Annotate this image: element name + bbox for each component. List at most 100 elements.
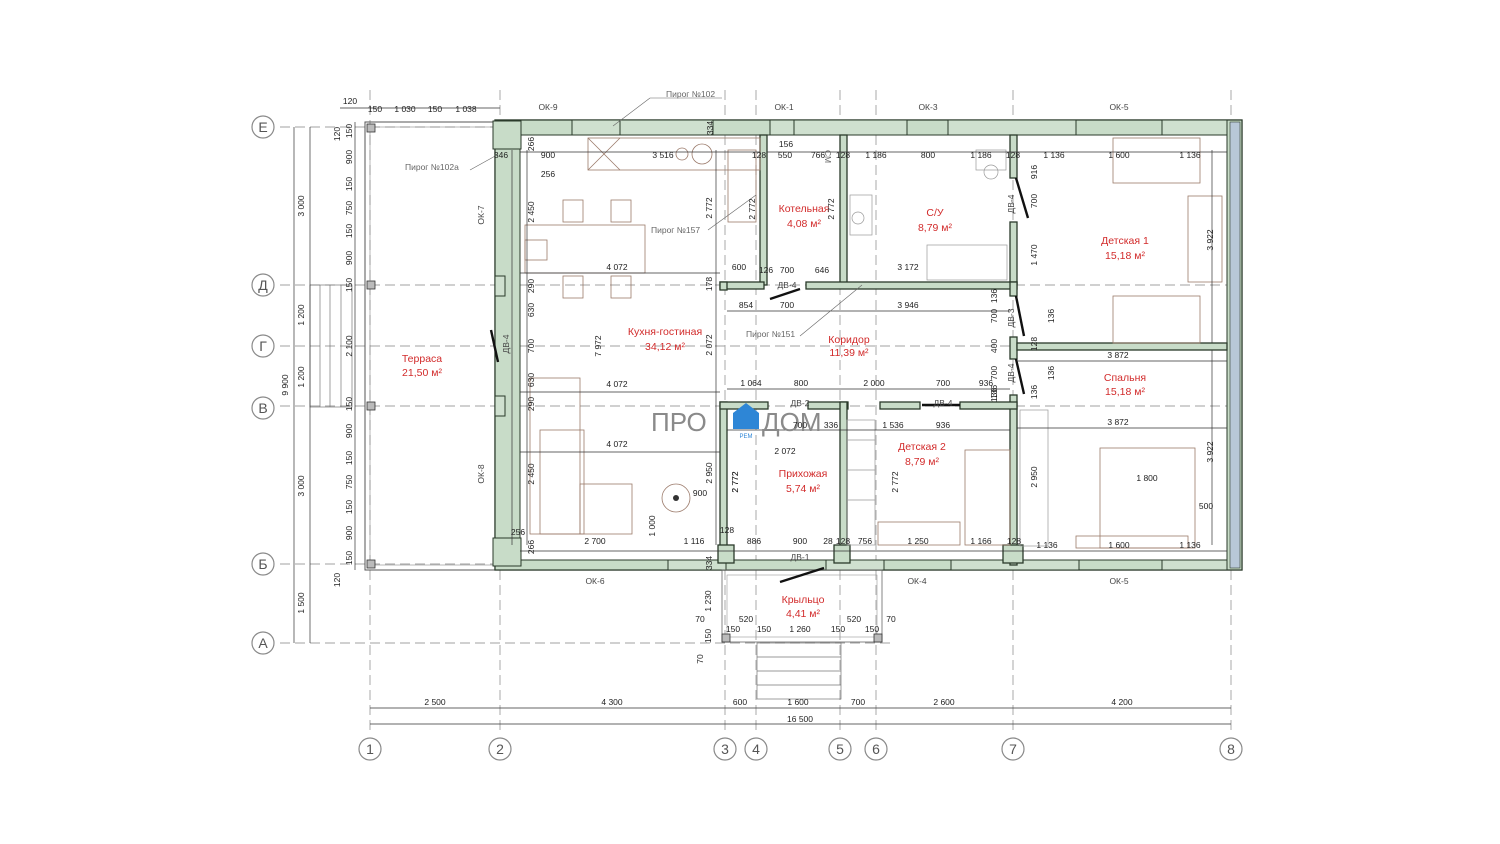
dim-terrace: 150 [344, 124, 354, 138]
logo-text-left: ПРО [651, 407, 707, 437]
dim-porch: 150 [703, 629, 713, 643]
dim-left: 1 200 [296, 304, 306, 326]
dim-inner: 700 [1029, 194, 1039, 208]
door-label: ДВ-1 [791, 552, 810, 562]
room-name-kitchen: Кухня-гостиная [628, 326, 702, 338]
dim-porch: 70 [886, 614, 896, 624]
axis-label: 1 [366, 741, 374, 757]
window-label: ОК-5 [1109, 576, 1128, 586]
dim-inner: 3 872 [1107, 350, 1129, 360]
top-dimensions: 120 150 1 030 150 1 038 [343, 96, 477, 114]
house-icon [733, 403, 759, 429]
dim-kitchen: 3 516 [652, 150, 674, 160]
dim-inner: 1 800 [1136, 473, 1158, 483]
dim-top: 120 [343, 96, 357, 106]
window-label: ОК-9 [538, 102, 557, 112]
note-leaders [469, 97, 863, 337]
dim-kitchen: 256 [541, 169, 555, 179]
window-label: ОК-5 [1109, 102, 1128, 112]
dim-inner: 2 772 [747, 198, 757, 220]
dim-terrace: 150 [344, 278, 354, 292]
axis-label: В [258, 400, 267, 416]
door-label: ДВ-4 [934, 398, 953, 408]
logo: ПРО ДОМ РЕМ [651, 403, 822, 440]
dim-inner: 136 [1046, 309, 1056, 323]
dim-inner: 136 [989, 289, 999, 303]
door-label: ДВ-4 [1006, 363, 1016, 382]
room-area-bedroom: 15,18 м² [1105, 386, 1145, 398]
dim-inner: 700 [780, 265, 794, 275]
dim-inner: 1 136 [1043, 150, 1065, 160]
dim-left: 1 200 [296, 366, 306, 388]
window-label: ОК-3 [918, 102, 937, 112]
dim-inner: 900 [793, 536, 807, 546]
dim-bottom: 4 300 [601, 697, 623, 707]
dim-inner: 2 772 [730, 471, 740, 493]
dim-inner: 1 600 [1108, 150, 1130, 160]
dim-porch: 150 [831, 624, 845, 634]
dim-kitchen: 2 772 [730, 471, 740, 493]
dim-porch: 70 [695, 614, 705, 624]
dim-kitchen: 700 [526, 339, 536, 353]
dim-inner: 1 136 [1179, 540, 1201, 550]
dim-kitchen: 290 [526, 279, 536, 293]
dim-porch: 1 230 [703, 590, 713, 612]
room-area-hallway: 5,74 м² [786, 483, 821, 495]
dim-inner: 3 172 [897, 262, 919, 272]
dim-kitchen: 900 [693, 488, 707, 498]
dim-inner: 2 950 [1029, 466, 1039, 488]
room-area-terrace: 21,50 м² [402, 367, 442, 379]
dim-inner: 2 772 [826, 198, 836, 220]
dim-inner: 1 064 [740, 378, 762, 388]
axis-label: Д [258, 277, 268, 293]
dim-left: 3 000 [296, 195, 306, 217]
porch-dimensions: 1 230 70 520 150 1 260 150 520 70 150 15… [695, 590, 896, 664]
dim-porch: 150 [757, 624, 771, 634]
room-area-kitchen: 34,12 м² [645, 341, 685, 353]
porch [721, 569, 883, 700]
dim-terrace: 120 [332, 573, 342, 587]
dim-kitchen: 290 [526, 397, 536, 411]
room-name-bedroom: Спальня [1104, 372, 1146, 384]
dim-inner: 128 [1006, 150, 1020, 160]
dim-inner: 916 [1029, 165, 1039, 179]
door-label: ДВ-4 [1006, 194, 1016, 213]
room-name-hallway: Прихожая [779, 468, 828, 480]
dim-kitchen: 2 700 [584, 536, 606, 546]
dim-top: 1 038 [455, 104, 477, 114]
dim-terrace: 150 [344, 451, 354, 465]
dim-kitchen: 2 450 [526, 201, 536, 223]
window-label: ОК-4 [907, 576, 926, 586]
dim-terrace: 150 [344, 500, 354, 514]
room-area-kids1: 15,18 м² [1105, 250, 1145, 262]
dim-inner: 700 [989, 309, 999, 323]
dim-inner: 136 [1029, 385, 1039, 399]
dim-total-height: 9 900 [280, 374, 290, 396]
window-labels: ОК-9 ОК-1 ОК-3 ОК-5 ОК-7 ОК-8 ОК-6 ОК-4 … [476, 102, 1129, 586]
dim-inner: 854 [739, 300, 753, 310]
dim-kitchen: 266 [526, 540, 536, 554]
dim-kitchen: 2 950 [704, 462, 714, 484]
dim-inner: 156 [779, 139, 793, 149]
room-name-boiler: Котельная [779, 203, 830, 215]
axis-label: 6 [872, 741, 880, 757]
dim-inner: 936 [979, 378, 993, 388]
room-name-porch: Крыльцо [782, 594, 825, 606]
dim-terrace: 150 [344, 177, 354, 191]
door-label: ДВ-4 [778, 280, 797, 290]
dim-inner: 1 166 [970, 536, 992, 546]
dim-inner: 3 922 [1205, 441, 1215, 463]
dim-kitchen: 2 450 [526, 463, 536, 485]
dim-kitchen: 256 [511, 527, 525, 537]
dim-porch: 520 [739, 614, 753, 624]
dim-kitchen: 630 [526, 303, 536, 317]
room-area-bathroom: 8,79 м² [918, 222, 953, 234]
room-area-kids2: 8,79 м² [905, 456, 940, 468]
dim-inner: 550 [778, 150, 792, 160]
kitchen-dimensions: 346 900 266 256 2 450 290 630 700 630 29… [494, 121, 746, 570]
dim-inner: 936 [936, 420, 950, 430]
dim-kitchen: 1 000 [647, 515, 657, 537]
bottom-dimensions: 2 500 4 300 600 1 600 700 2 600 4 200 16… [424, 697, 1133, 724]
dimension-lines [293, 107, 1231, 725]
axis-label: 3 [721, 741, 729, 757]
